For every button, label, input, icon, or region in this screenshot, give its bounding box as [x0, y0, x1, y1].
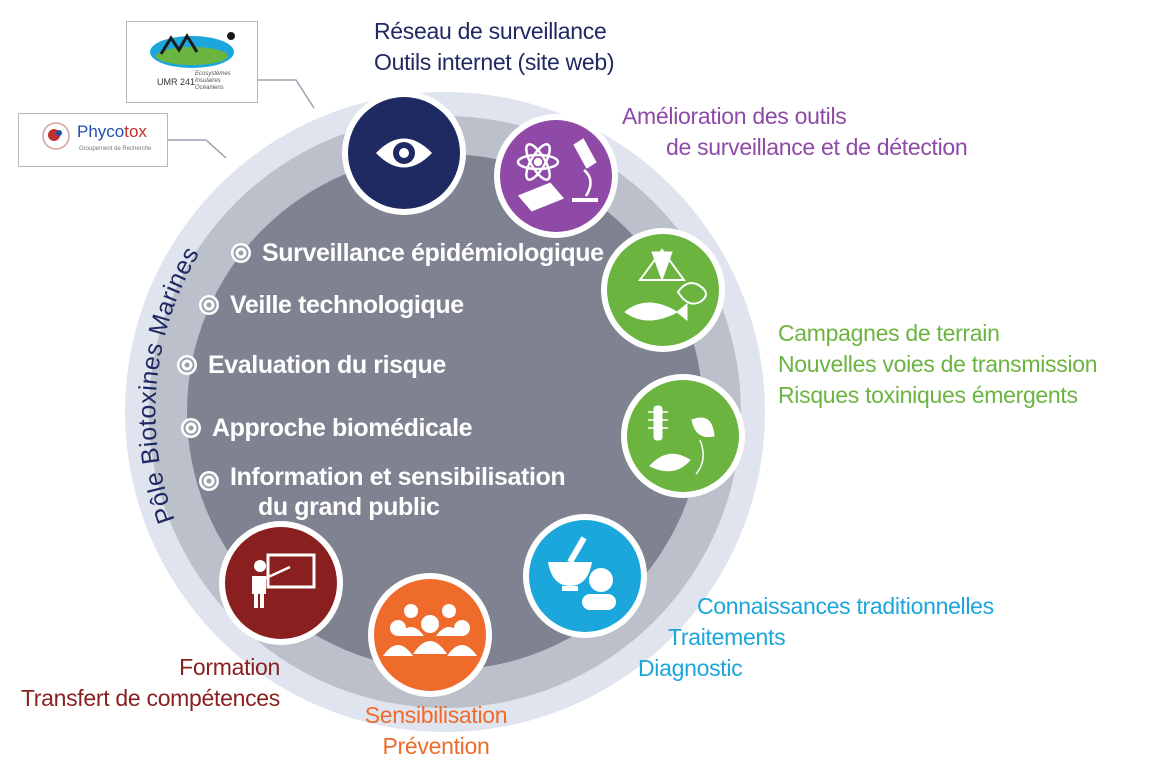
- formation-node: [219, 521, 343, 645]
- label-line: Transfert de compétences: [20, 685, 280, 711]
- umr-text-line: Océaniens: [195, 85, 224, 91]
- label-line: Formation: [179, 654, 280, 680]
- phycotox-logo: Phycotox Groupement de Recherche: [18, 113, 168, 167]
- phycotox-logo-connector: [166, 139, 227, 159]
- bullet-item: Information et sensibilisation du grand …: [198, 462, 566, 522]
- label-sensibilisation: Sensibilisation Prévention: [356, 700, 516, 762]
- umr-code: UMR 241: [157, 77, 196, 87]
- bullet-text: Information et sensibilisation du grand …: [230, 462, 566, 522]
- science-lab-icon: [516, 138, 598, 212]
- label-line: Sensibilisation: [364, 702, 508, 728]
- label-surveillance: Réseau de surveillance Outils internet (…: [374, 16, 614, 78]
- phycotox-name: Phycotox: [77, 122, 147, 142]
- target-bullet-icon: [177, 355, 197, 375]
- terrain-node-2: [621, 374, 745, 498]
- phycotox-name-b: tox: [124, 122, 147, 141]
- bullet-item: Surveillance épidémiologique: [230, 238, 604, 268]
- terrain-node-1: [601, 228, 725, 352]
- phycotox-emblem-icon: [42, 122, 70, 150]
- label-terrain: Campagnes de terrain Nouvelles voies de …: [778, 318, 1098, 411]
- surveillance-node: [342, 91, 466, 215]
- people-icon: [383, 604, 477, 656]
- bullet-text: Surveillance épidémiologique: [262, 239, 604, 267]
- bullet-text: Veille technologique: [230, 291, 464, 319]
- umr-logo-connector: [256, 79, 315, 109]
- umr-text-line: Insulaires: [195, 78, 221, 84]
- bullet-item: Evaluation du risque: [176, 350, 446, 380]
- bullet-text-line: du grand public: [258, 493, 440, 521]
- label-line: Diagnostic: [638, 655, 743, 681]
- umr-text-line: Ecosystèmes: [195, 71, 231, 77]
- target-bullet-icon: [199, 295, 219, 315]
- umr-emblem-icon: [150, 32, 235, 68]
- label-line: Amélioration des outils: [622, 103, 847, 129]
- label-line: Connaissances traditionnelles: [697, 593, 994, 619]
- label-line: de surveillance et de détection: [666, 134, 968, 160]
- bullet-item: Veille technologique: [198, 290, 464, 320]
- bullet-text-line: Information et sensibilisation: [230, 463, 566, 491]
- label-line: Nouvelles voies de transmission: [778, 351, 1098, 377]
- phycotox-tagline: Groupement de Recherche: [79, 146, 152, 152]
- label-amelioration: Amélioration des outils de surveillance …: [622, 101, 968, 163]
- label-line: Réseau de surveillance: [374, 18, 607, 44]
- microalgae-icon: [648, 405, 715, 475]
- bullet-item: Approche biomédicale: [180, 413, 473, 443]
- bullet-text: Evaluation du risque: [208, 351, 446, 379]
- teacher-icon: [252, 553, 316, 608]
- umr-logo: UMR 241 Ecosystèmes Insulaires Océaniens: [126, 21, 258, 103]
- label-line: Campagnes de terrain: [778, 320, 1000, 346]
- label-line: Traitements: [668, 624, 786, 650]
- label-connaissances: Connaissances traditionnelles Traitement…: [638, 591, 994, 684]
- umr-text: Ecosystèmes Insulaires Océaniens: [195, 71, 231, 92]
- pharmacy-icon: [548, 536, 616, 610]
- label-line: Outils internet (site web): [374, 49, 615, 75]
- target-bullet-icon: [199, 471, 219, 491]
- connaissances-node: [523, 514, 647, 638]
- label-line: Risques toxiniques émergents: [778, 382, 1078, 408]
- phycotox-name-a: Phyco: [77, 122, 125, 141]
- amelioration-node: [494, 114, 618, 238]
- label-line: Prévention: [382, 733, 490, 759]
- label-formation: Formation Transfert de compétences: [20, 652, 280, 714]
- marine-species-icon: [624, 248, 707, 322]
- sensibilisation-node: [368, 573, 492, 697]
- target-bullet-icon: [181, 418, 201, 438]
- bullet-text: Approche biomédicale: [212, 414, 473, 442]
- target-bullet-icon: [231, 243, 251, 263]
- eye-icon: [376, 138, 432, 168]
